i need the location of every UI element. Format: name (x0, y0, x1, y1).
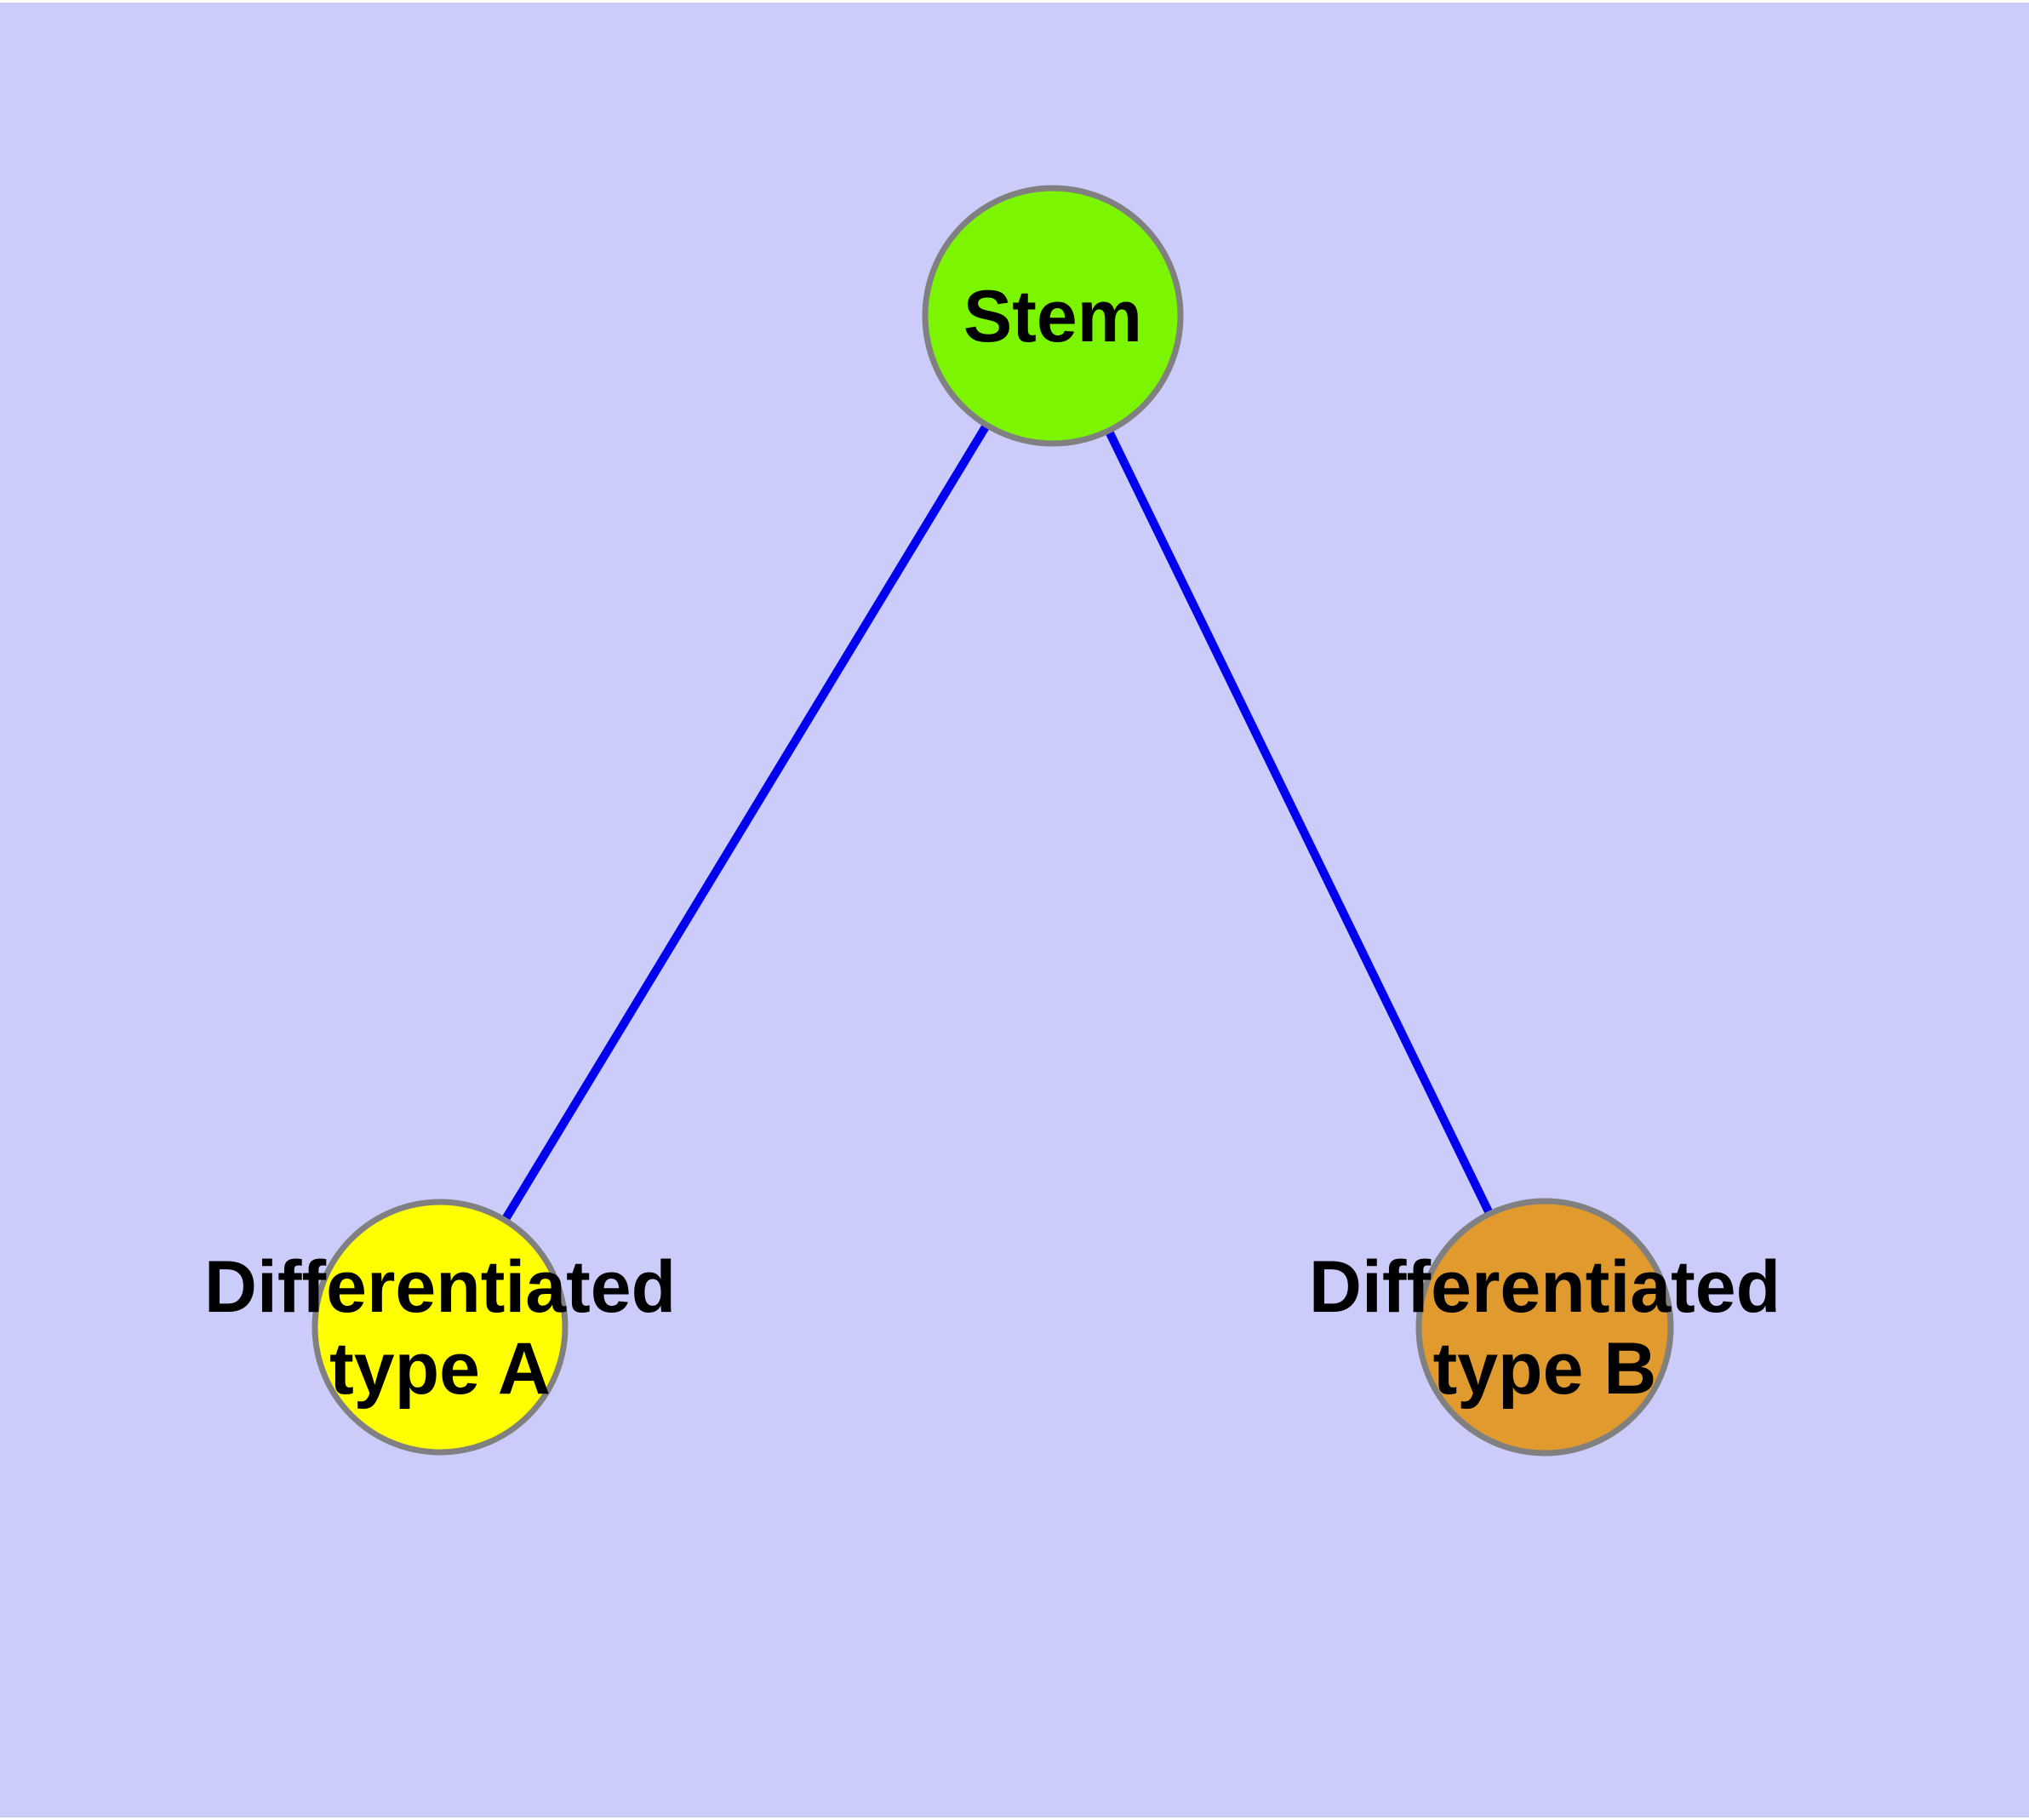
node-label-line: Differentiated (1309, 1246, 1780, 1328)
nodes-layer (311, 185, 1674, 1457)
edges-layer (436, 313, 1549, 1330)
node-label-line: Differentiated (204, 1246, 676, 1328)
graph-node-stem[interactable] (922, 185, 1184, 447)
node-label-line: type A (329, 1328, 551, 1410)
node-label-line: type B (1433, 1328, 1657, 1410)
node-label-line: Stem (963, 276, 1142, 358)
graph-node-diff_b[interactable] (1415, 1198, 1674, 1457)
graph-node-diff_a[interactable] (311, 1199, 569, 1456)
graph-edge-stem-to-diff_a[interactable] (436, 313, 1057, 1330)
graph-edge-stem-to-diff_b[interactable] (1049, 313, 1549, 1330)
node-label-stem: Stem (963, 276, 1142, 358)
